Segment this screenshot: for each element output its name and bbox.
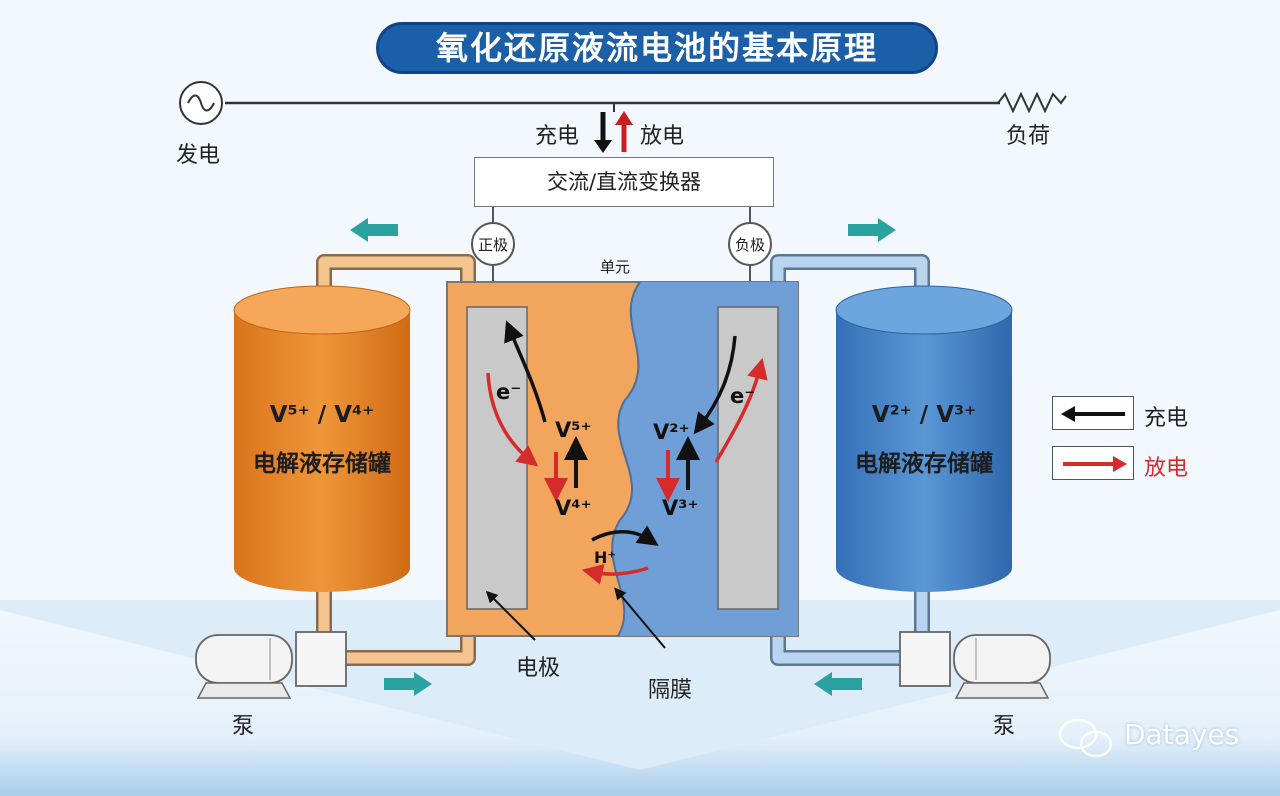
legend-charge-label: 充电: [1144, 406, 1189, 431]
left-pump-label: 泵: [232, 714, 255, 739]
negative-terminal-icon: [728, 222, 772, 266]
legend-discharge-arrow-icon: [1063, 456, 1127, 472]
v2-label: V²⁺: [653, 420, 690, 444]
right-tank-label: 电解液存储罐: [855, 451, 993, 477]
top-discharge-label: 放电: [640, 124, 685, 149]
negative-electrode: [717, 306, 779, 610]
positive-electrode-label: 正极: [478, 236, 509, 254]
membrane: [611, 281, 641, 637]
flow-arrows: [350, 218, 896, 696]
cell-label: 单元: [600, 258, 631, 276]
negative-electrode-label: 负极: [735, 236, 766, 254]
v5-label: V⁵⁺: [555, 418, 592, 442]
legend-discharge-swatch: [1052, 446, 1134, 480]
right-tank-ions: V²⁺ / V³⁺: [871, 402, 977, 428]
left-tank-ions: V⁵⁺ / V⁴⁺: [269, 402, 375, 428]
ac-dc-converter: 交流/直流变换器: [474, 157, 774, 207]
left-pump: [195, 631, 347, 699]
membrane-label: 隔膜: [648, 678, 693, 703]
v4-label: V⁴⁺: [555, 496, 592, 520]
watermark: Datayes: [1124, 718, 1240, 751]
reaction-arrows: [486, 320, 768, 585]
ac-wave-icon: [187, 94, 215, 112]
load-label: 负荷: [1006, 124, 1051, 149]
page-title: 氧化还原液流电池的基本原理: [376, 22, 938, 74]
legend-discharge-label: 放电: [1144, 456, 1189, 481]
right-electrolyte-tank: [835, 285, 1013, 592]
generator-label: 发电: [176, 143, 221, 168]
left-tank-label: 电解液存储罐: [253, 451, 391, 477]
legend-charge-arrow-icon: [1061, 406, 1125, 422]
wechat-icon: [1058, 718, 1113, 758]
v3-label: V³⁺: [662, 496, 699, 520]
electrode-label: 电极: [516, 656, 561, 681]
membrane-pointer: [614, 587, 666, 649]
electron-right-label: e⁻: [730, 384, 756, 408]
proton-label: H⁺: [594, 548, 616, 567]
left-electrolyte-tank: [233, 285, 411, 592]
electron-left-label: e⁻: [496, 380, 522, 404]
electrode-pointer: [485, 590, 536, 641]
cell-body: [446, 281, 799, 637]
load-resistor-icon: [997, 91, 1067, 114]
positive-terminal-icon: [471, 222, 515, 266]
top-charge-label: 充电: [535, 124, 580, 149]
legend-charge-swatch: [1052, 396, 1134, 430]
right-pump: [899, 631, 1051, 699]
right-pump-label: 泵: [993, 714, 1016, 739]
